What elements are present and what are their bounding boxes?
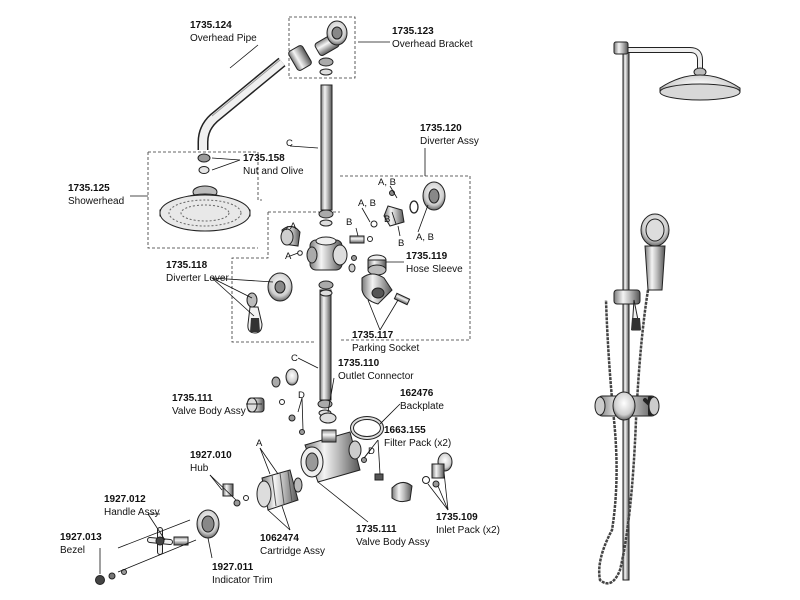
svg-text:Nut and Olive: Nut and Olive [243,166,304,177]
svg-text:1062474: 1062474 [260,533,299,544]
tag-a-b-top: A, B [378,177,396,188]
tag-a-upper: A [290,221,297,232]
tag-letters: C C A, B A, B B B B A, B A A A D D [256,138,434,457]
tag-b-b: B [384,214,390,225]
label-outlet-connector: 1735.110 Outlet Connector [338,358,414,382]
riser-pipes [317,57,334,417]
label-indicator-trim: 1927.011 Indicator Trim [212,562,273,586]
leader-lines [99,41,449,574]
label-showerhead: 1735.125 Showerhead [68,183,124,207]
svg-text:Valve Body Assy: Valve Body Assy [172,406,246,417]
svg-text:1735.158: 1735.158 [243,153,285,164]
tag-b-a: B [346,217,352,228]
svg-text:Hose Sleeve: Hose Sleeve [406,264,463,275]
svg-text:Diverter Assy: Diverter Assy [420,136,479,147]
label-valve-body-assy-left: 1735.111 Valve Body Assy [172,393,246,417]
svg-text:1735.111: 1735.111 [172,393,213,404]
label-overhead-pipe: 1735.124 Overhead Pipe [190,20,257,44]
svg-text:Cartridge Assy: Cartridge Assy [260,546,325,557]
svg-text:Showerhead: Showerhead [68,196,124,207]
overhead-bracket-drawing [288,20,348,71]
svg-text:1927.013: 1927.013 [60,532,102,543]
tag-c-lower: C [291,353,298,364]
label-handle-assy: 1927.012 Handle Assy [104,494,160,518]
diverter-body-drawing [280,226,357,273]
hose-sleeve-drawing [367,254,387,276]
svg-text:1735.119: 1735.119 [406,251,448,262]
svg-text:1735.120: 1735.120 [420,123,462,134]
hub-drawing [222,483,249,507]
svg-text:1735.109: 1735.109 [436,512,478,523]
svg-text:Outlet Connector: Outlet Connector [338,371,414,382]
handle-assy-drawing [147,527,189,555]
svg-text:1927.010: 1927.010 [190,450,232,461]
thermostatic-valve-body-drawing [300,429,367,483]
svg-text:1735.125: 1735.125 [68,183,110,194]
label-hub: 1927.010 Hub [190,450,232,474]
label-valve-body-assy-bottom: 1735.111 Valve Body Assy [356,524,430,548]
tag-a-b-left: A, B [358,198,376,209]
nut-and-olive-drawing [197,153,211,174]
svg-text:Parking Socket: Parking Socket [352,343,419,354]
inlet-pack-drawing [422,452,453,488]
label-nut-olive: 1735.158 Nut and Olive [243,153,304,177]
svg-text:Valve Body Assy: Valve Body Assy [356,537,430,548]
filter-pack-drawing [374,473,413,503]
svg-text:Inlet Pack (x2): Inlet Pack (x2) [436,525,500,536]
svg-text:Overhead Pipe: Overhead Pipe [190,33,257,44]
label-cartridge-assy: 1062474 Cartridge Assy [260,533,325,557]
svg-text:Diverter Lever: Diverter Lever [166,273,229,284]
label-filter-pack: 1663.155 Filter Pack (x2) [384,425,451,449]
svg-text:1735.110: 1735.110 [338,358,380,369]
label-overhead-bracket: 1735.123 Overhead Bracket [392,26,473,50]
svg-text:Hub: Hub [190,463,209,474]
lower-riser-pipe [319,289,332,401]
tag-d-right: D [368,446,375,457]
svg-text:1735.111: 1735.111 [356,524,397,535]
label-parking-socket: 1735.117 Parking Socket [352,330,419,354]
svg-text:1735.117: 1735.117 [352,330,394,341]
svg-text:1663.155: 1663.155 [384,425,426,436]
svg-text:1735.124: 1735.124 [190,20,232,31]
tag-d-left: D [298,390,305,401]
svg-text:Indicator Trim: Indicator Trim [212,575,273,586]
assembled-shower-illustration [594,41,741,585]
tag-a-mid: A [285,251,292,262]
label-diverter-assy: 1735.120 Diverter Assy [420,123,479,147]
svg-text:Filter Pack (x2): Filter Pack (x2) [384,438,451,449]
part-labels: 1735.124 Overhead Pipe 1735.123 Overhead… [60,20,500,586]
cartridge-assy-drawing [256,469,303,511]
svg-text:1735.123: 1735.123 [392,26,434,37]
svg-text:1735.118: 1735.118 [166,260,208,271]
overhead-pipe-drawing [197,57,286,150]
label-hose-sleeve: 1735.119 Hose Sleeve [406,251,463,275]
backplate-drawing [350,416,384,440]
valve-body-assy-left-drawing [246,368,305,435]
svg-text:Overhead Bracket: Overhead Bracket [392,39,473,50]
svg-text:1927.011: 1927.011 [212,562,254,573]
tag-a-b-right: A, B [416,232,434,243]
svg-text:Handle Assy: Handle Assy [104,507,160,518]
outlet-connector-drawing [319,412,337,424]
label-diverter-lever: 1735.118 Diverter Lever [166,260,229,284]
showerhead-drawing [159,185,251,232]
grouping-boxes [147,16,471,343]
parking-socket-drawing [361,273,411,306]
tag-b-c: B [398,238,404,249]
upper-riser-pipe [320,84,333,211]
diverter-assy-drawing [349,181,446,244]
svg-text:1927.012: 1927.012 [104,494,146,505]
label-backplate: 162476 Backplate [400,388,444,412]
svg-text:Bezel: Bezel [60,545,85,556]
label-bezel: 1927.013 Bezel [60,532,102,556]
indicator-trim-drawing [196,509,220,539]
label-inlet-pack: 1735.109 Inlet Pack (x2) [436,512,500,536]
tag-c-upper: C [286,138,293,149]
bezel-drawing [95,569,127,585]
svg-text:162476: 162476 [400,388,434,399]
svg-text:Backplate: Backplate [400,401,444,412]
tag-a-cartridge: A [256,438,263,449]
